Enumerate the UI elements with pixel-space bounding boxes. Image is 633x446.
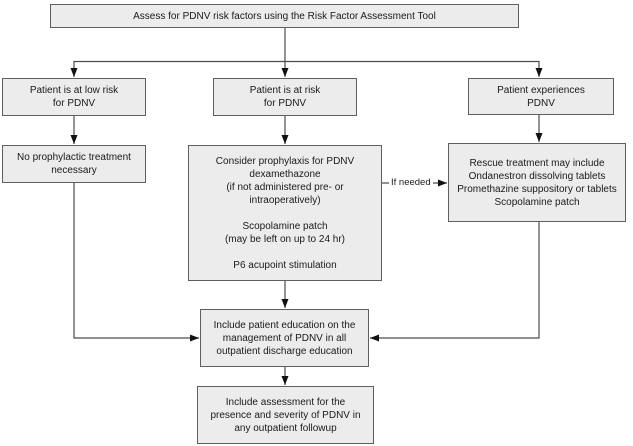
if-needed-label: If needed	[389, 177, 433, 188]
elbow-rescue-to-education	[370, 222, 540, 342]
elbow-left-to-education	[73, 183, 199, 342]
rescue-box: Rescue treatment may include Ondanestron…	[448, 143, 626, 222]
experiences-box: Patient experiences PDNV	[468, 78, 614, 115]
low-risk-box: Patient is at low risk for PDNV	[2, 78, 146, 116]
at-risk-box: Patient is at risk for PDNV	[213, 78, 357, 116]
education-box: Include patient education on the managem…	[200, 309, 369, 367]
followup-box: Include assessment for the presence and …	[197, 386, 374, 444]
prophylaxis-box: Consider prophylaxis for PDNV dexamethaz…	[188, 145, 382, 281]
assess-box: Assess for PDNV risk factors using the R…	[50, 4, 519, 28]
no-prophylaxis-box: No prophylactic treatment necessary	[2, 145, 146, 183]
